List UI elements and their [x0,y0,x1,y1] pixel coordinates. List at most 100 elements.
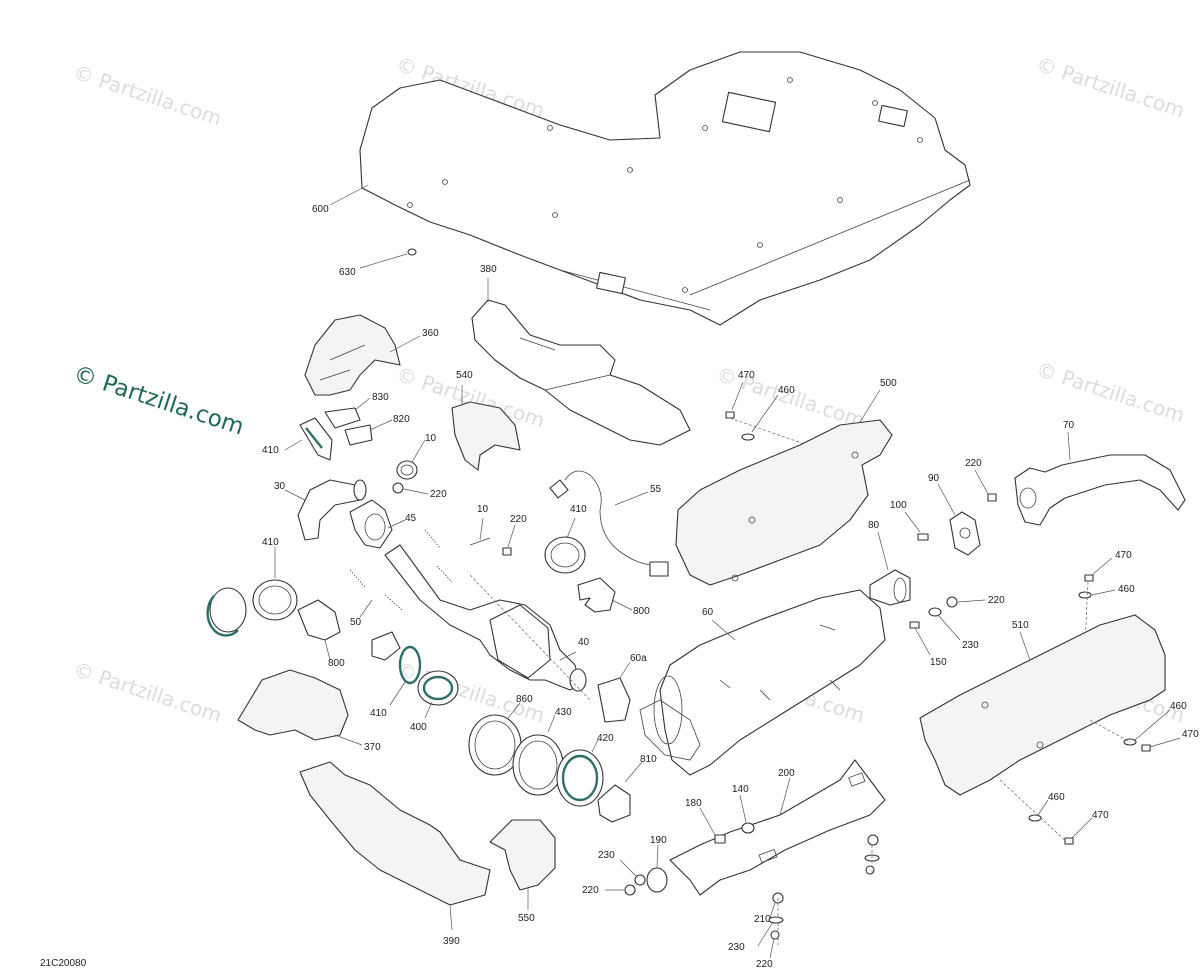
nut-220-middle [502,524,516,556]
callout-10-upper: 10 [425,433,437,444]
flange-45 [349,499,406,549]
callout-460-upper: 460 [778,385,795,396]
callout-860: 860 [516,694,533,705]
callout-55: 55 [650,484,662,495]
watermark: © Partzilla.com [1033,52,1187,123]
callout-460-bottom: 460 [1048,792,1065,803]
callout-380: 380 [480,264,497,275]
insulator-810 [597,761,643,823]
heat-shield-370 [237,669,363,746]
bushing-140 [739,794,755,834]
callout-50: 50 [350,617,362,628]
springs [349,529,453,618]
callout-600: 600 [312,204,329,215]
pipe-40 [384,544,591,701]
washer-460-bottom [999,779,1071,846]
callout-30: 30 [274,481,286,492]
callout-460-right: 460 [1118,584,1135,595]
callout-180: 180 [685,798,702,809]
heat-shield-390 [299,761,491,931]
callout-200: 200 [778,768,795,779]
watermark: © Partzilla.com [70,60,224,131]
callout-470-upper: 470 [738,370,755,381]
callout-410-upper: 410 [262,445,279,456]
bracket-200 [669,759,886,896]
callout-460-side: 460 [1170,701,1187,712]
callout-410-left: 410 [262,537,279,548]
bolt-bracket [864,834,880,875]
bolt-210 [769,892,784,945]
callout-510: 510 [1012,620,1029,631]
gasket-10-middle [469,517,491,546]
callout-400: 400 [410,722,427,733]
bolt-470-bottom [1064,817,1093,845]
coupler-60a [597,661,631,723]
clamp-420 [556,739,604,807]
heat-shield-550 [489,819,556,910]
bolt-470-side [1141,737,1181,752]
gasket-90 [937,483,981,556]
nut-220-mid-right [946,596,986,608]
callout-470-right: 470 [1115,550,1132,561]
washer-230-bottom [757,916,784,947]
clamp-410-middle [544,517,586,574]
grommet-190 [646,844,668,893]
callout-390: 390 [443,936,460,947]
callout-420: 420 [597,733,614,744]
callout-230-bottom: 230 [728,942,745,953]
exhaust-pipe-30 [284,479,367,541]
clamp-430 [512,714,564,796]
nut-220-right [974,469,997,502]
callout-220-right: 220 [965,458,982,469]
washer-460-side [1089,709,1171,746]
callout-220-upper: 220 [430,489,447,500]
oxygen-sensor-55 [549,470,669,577]
callout-230-left: 230 [598,850,615,861]
callout-100: 100 [890,500,907,511]
diagram-code: 21C20080 [40,958,87,969]
partzilla-watermark-prominent: © Partzilla.com [70,361,247,441]
bolt-470-right [1084,557,1113,582]
callout-540: 540 [456,370,473,381]
callout-10-middle: 10 [477,504,489,515]
nut-220-lowest [769,930,780,959]
bracket-820 [344,419,393,446]
callout-800-right: 800 [633,606,650,617]
callout-220-mid-right: 220 [988,595,1005,606]
bolt-150 [909,621,931,656]
watermark: © Partzilla.com [1033,357,1187,428]
callout-80: 80 [868,520,880,531]
bolt-100 [904,511,929,541]
callout-800-left: 800 [328,658,345,669]
callout-90: 90 [928,473,940,484]
callout-220-lowest: 220 [756,959,773,970]
callout-190: 190 [650,835,667,846]
clamp-400 [417,670,459,719]
callout-830: 830 [372,392,389,403]
watermark: © Partzilla.com [713,362,867,433]
callout-45: 45 [405,513,417,524]
callout-630: 630 [339,267,356,278]
fastener-630 [359,248,417,269]
callout-820: 820 [393,414,410,425]
clamp-410-left [206,547,298,637]
clamp-410-upper [284,417,333,461]
heat-shield-500 [675,389,893,586]
callout-470-side: 470 [1182,729,1199,740]
callout-150: 150 [930,657,947,668]
bracket-830 [324,397,371,429]
callout-500: 500 [880,378,897,389]
heat-shield-600 [329,51,971,326]
gasket-10-upper [396,439,426,480]
washer-230-left [619,859,646,886]
nut-220-bottom [605,884,636,896]
callout-410-lower: 410 [370,708,387,719]
watermark: © Partzilla.com [70,657,224,728]
callout-60: 60 [702,607,714,618]
callout-220-middle: 220 [510,514,527,525]
callout-210: 210 [754,914,771,925]
insulator-800-right [577,577,633,613]
heat-shield-510 [919,614,1166,796]
insulator-800-left [297,599,341,661]
